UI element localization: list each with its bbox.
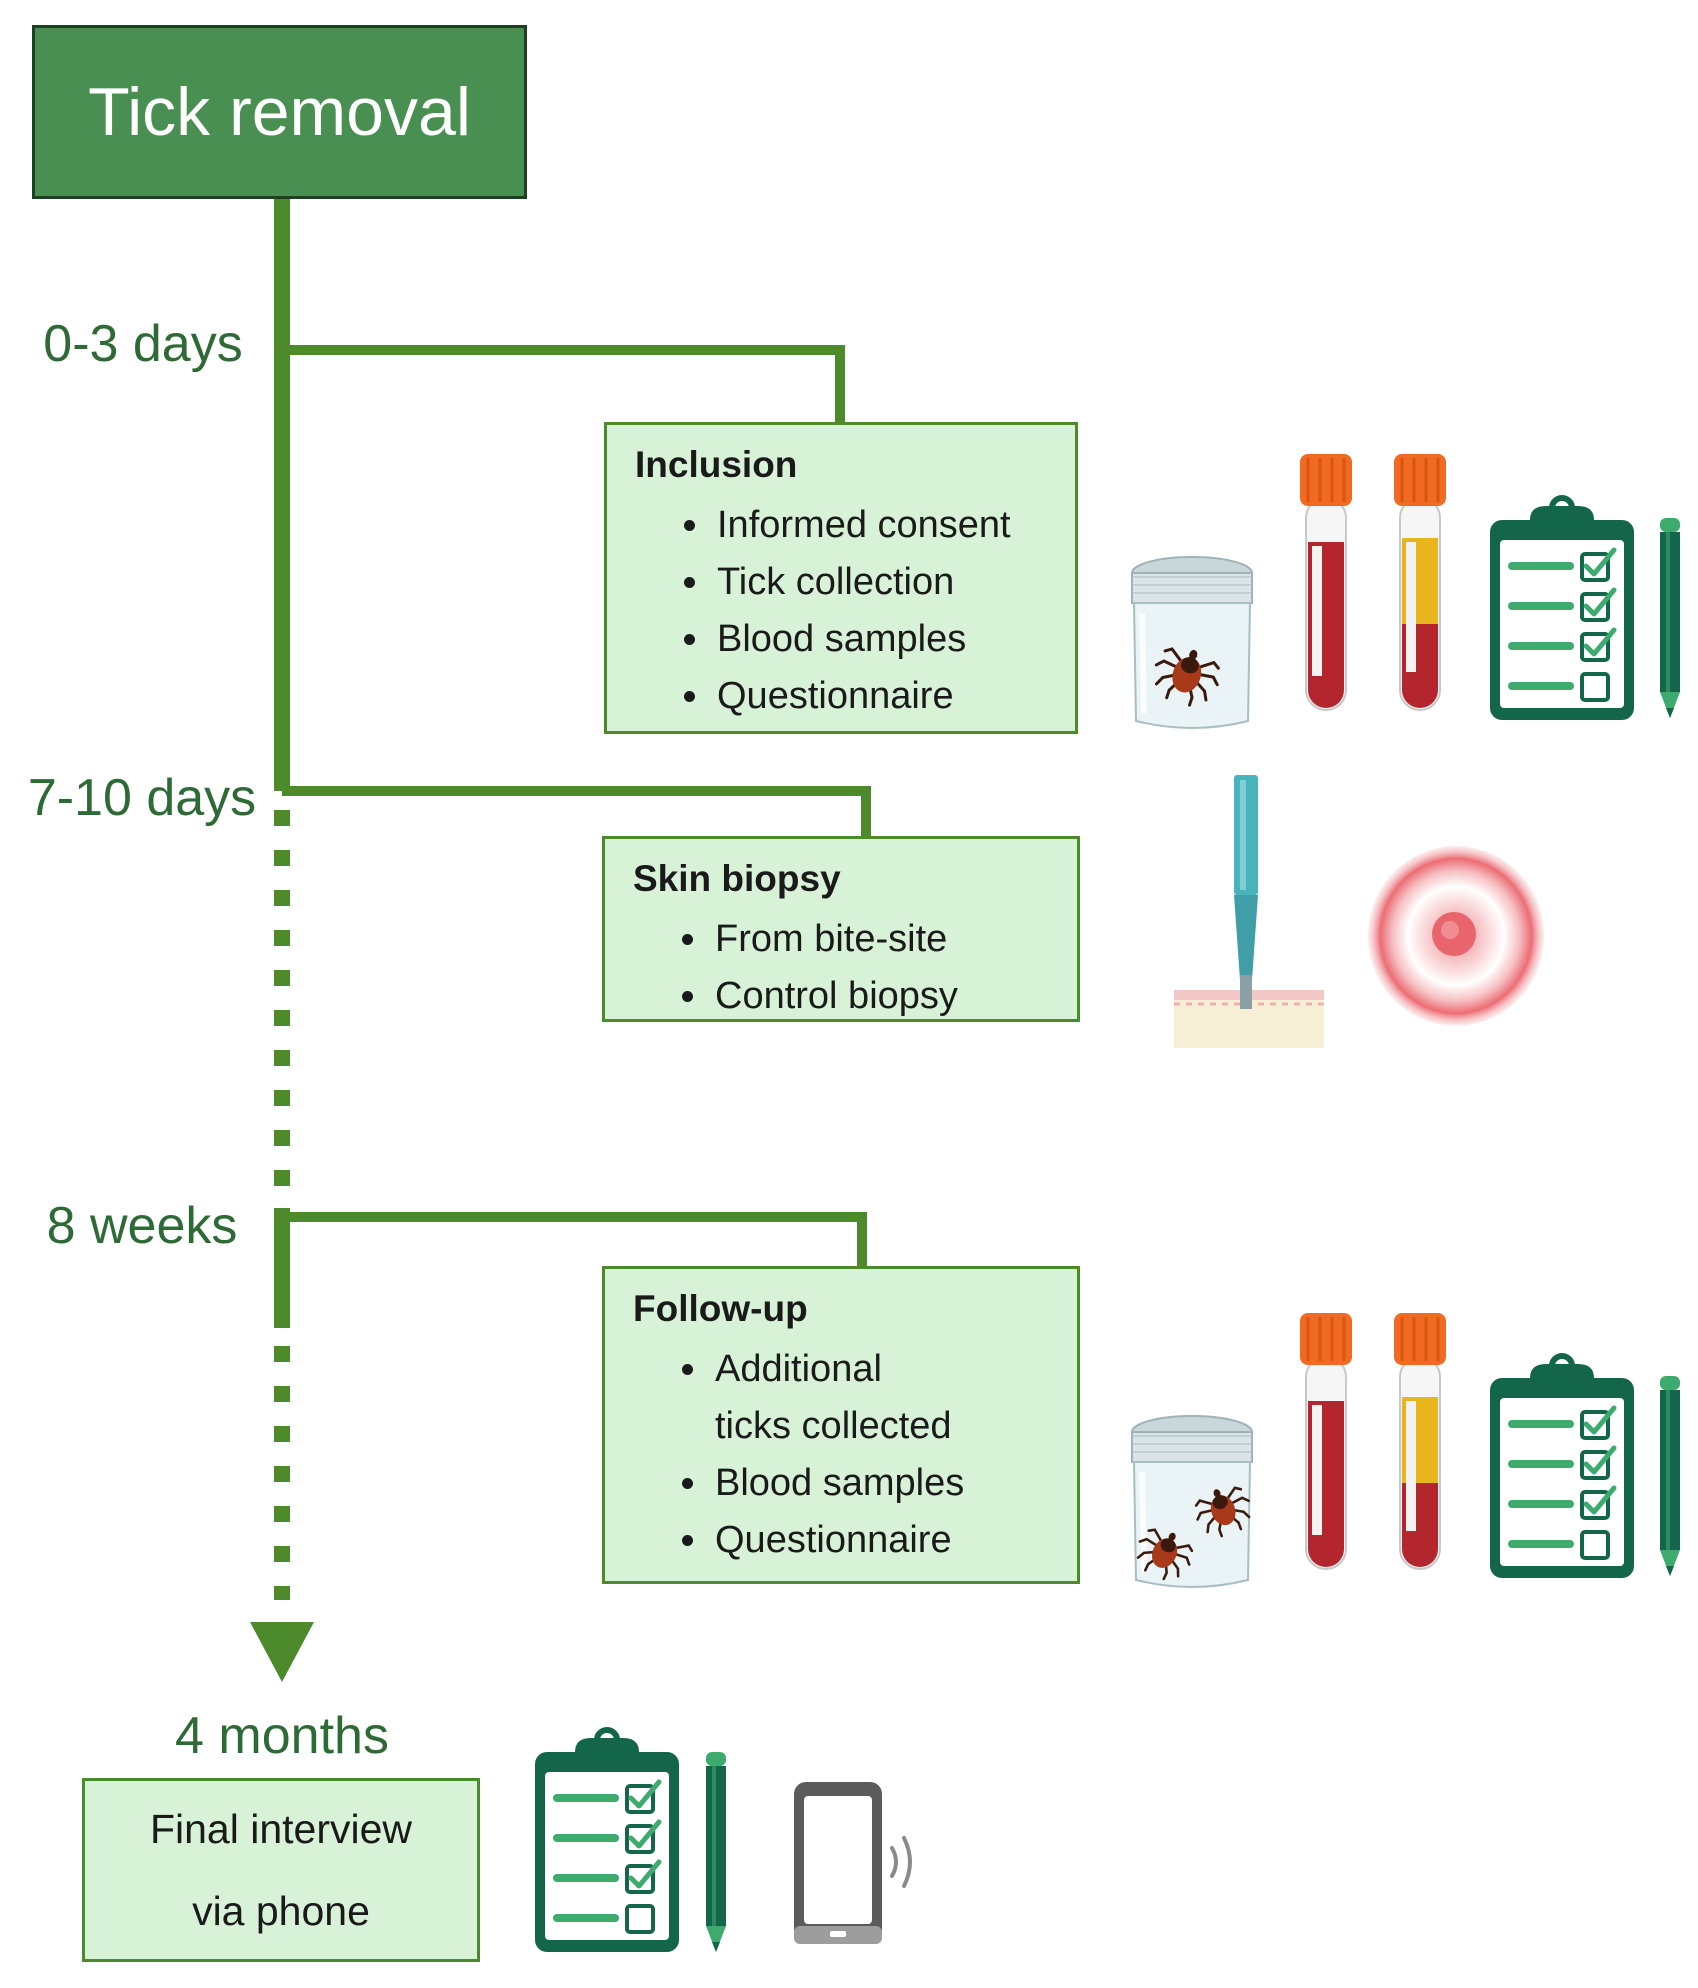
list-item: Informed consent	[713, 497, 1051, 554]
list-item: Blood samples	[711, 1455, 1053, 1512]
final-interview-box: Final interview via phone	[82, 1778, 480, 1962]
clipboard-checklist-icon	[1490, 1356, 1634, 1578]
final-interview-line-2: via phone	[192, 1888, 370, 1934]
skin-biopsy-box: Skin biopsy From bite-site Control biops…	[602, 836, 1080, 1022]
tick-jar-icon	[1128, 1416, 1259, 1587]
list-item: Questionnaire	[711, 1512, 1053, 1569]
blood-tube-serum-icon	[1392, 452, 1448, 712]
clipboard-checklist-icon	[1490, 498, 1634, 720]
timeline-lines	[250, 198, 871, 1682]
final-interview-line-1: Final interview	[149, 1806, 413, 1852]
list-item: Questionnaire	[713, 668, 1051, 725]
clipboard-checklist-icon	[535, 1730, 679, 1952]
diagram-title: Tick removal	[88, 74, 471, 150]
blood-tube-red-icon	[1298, 1311, 1354, 1571]
inclusion-box: Inclusion Informed consent Tick collecti…	[604, 422, 1078, 734]
inclusion-title: Inclusion	[635, 444, 798, 485]
skin-biopsy-title: Skin biopsy	[633, 858, 841, 899]
list-item: Tick collection	[713, 554, 1051, 611]
pencil-icon	[706, 1752, 726, 1952]
list-item: Blood samples	[713, 611, 1051, 668]
list-item: From bite-site	[711, 911, 1053, 968]
timepoint-label-0-3-days: 0-3 days	[43, 315, 243, 373]
timepoint-label-7-10-days: 7-10 days	[27, 769, 257, 827]
erythema-rash-icon	[1368, 846, 1544, 1026]
skin-biopsy-list: From bite-site Control biopsy	[633, 911, 1053, 1025]
follow-up-list: Additional ticks collected Blood samples…	[633, 1341, 1053, 1569]
follow-up-title: Follow-up	[633, 1288, 808, 1329]
blood-tube-serum-icon	[1392, 1311, 1448, 1571]
timepoint-label-4-months: 4 months	[175, 1707, 389, 1765]
timepoint-label-8-weeks: 8 weeks	[46, 1197, 238, 1255]
pencil-icon	[1660, 518, 1680, 718]
title-box: Tick removal	[32, 25, 527, 199]
inclusion-list: Informed consent Tick collection Blood s…	[635, 497, 1051, 725]
blood-tube-red-icon	[1298, 452, 1354, 712]
list-item: Control biopsy	[711, 968, 1053, 1025]
smartphone-icon	[794, 1782, 912, 1944]
tick-jar-icon	[1132, 557, 1252, 728]
timeline-arrowhead	[250, 1622, 314, 1682]
pencil-icon	[1660, 1376, 1680, 1576]
follow-up-box: Follow-up Additional ticks collected Blo…	[602, 1266, 1080, 1584]
biopsy-punch-icon	[1174, 775, 1324, 1048]
list-item: Additional ticks collected	[711, 1341, 1053, 1455]
